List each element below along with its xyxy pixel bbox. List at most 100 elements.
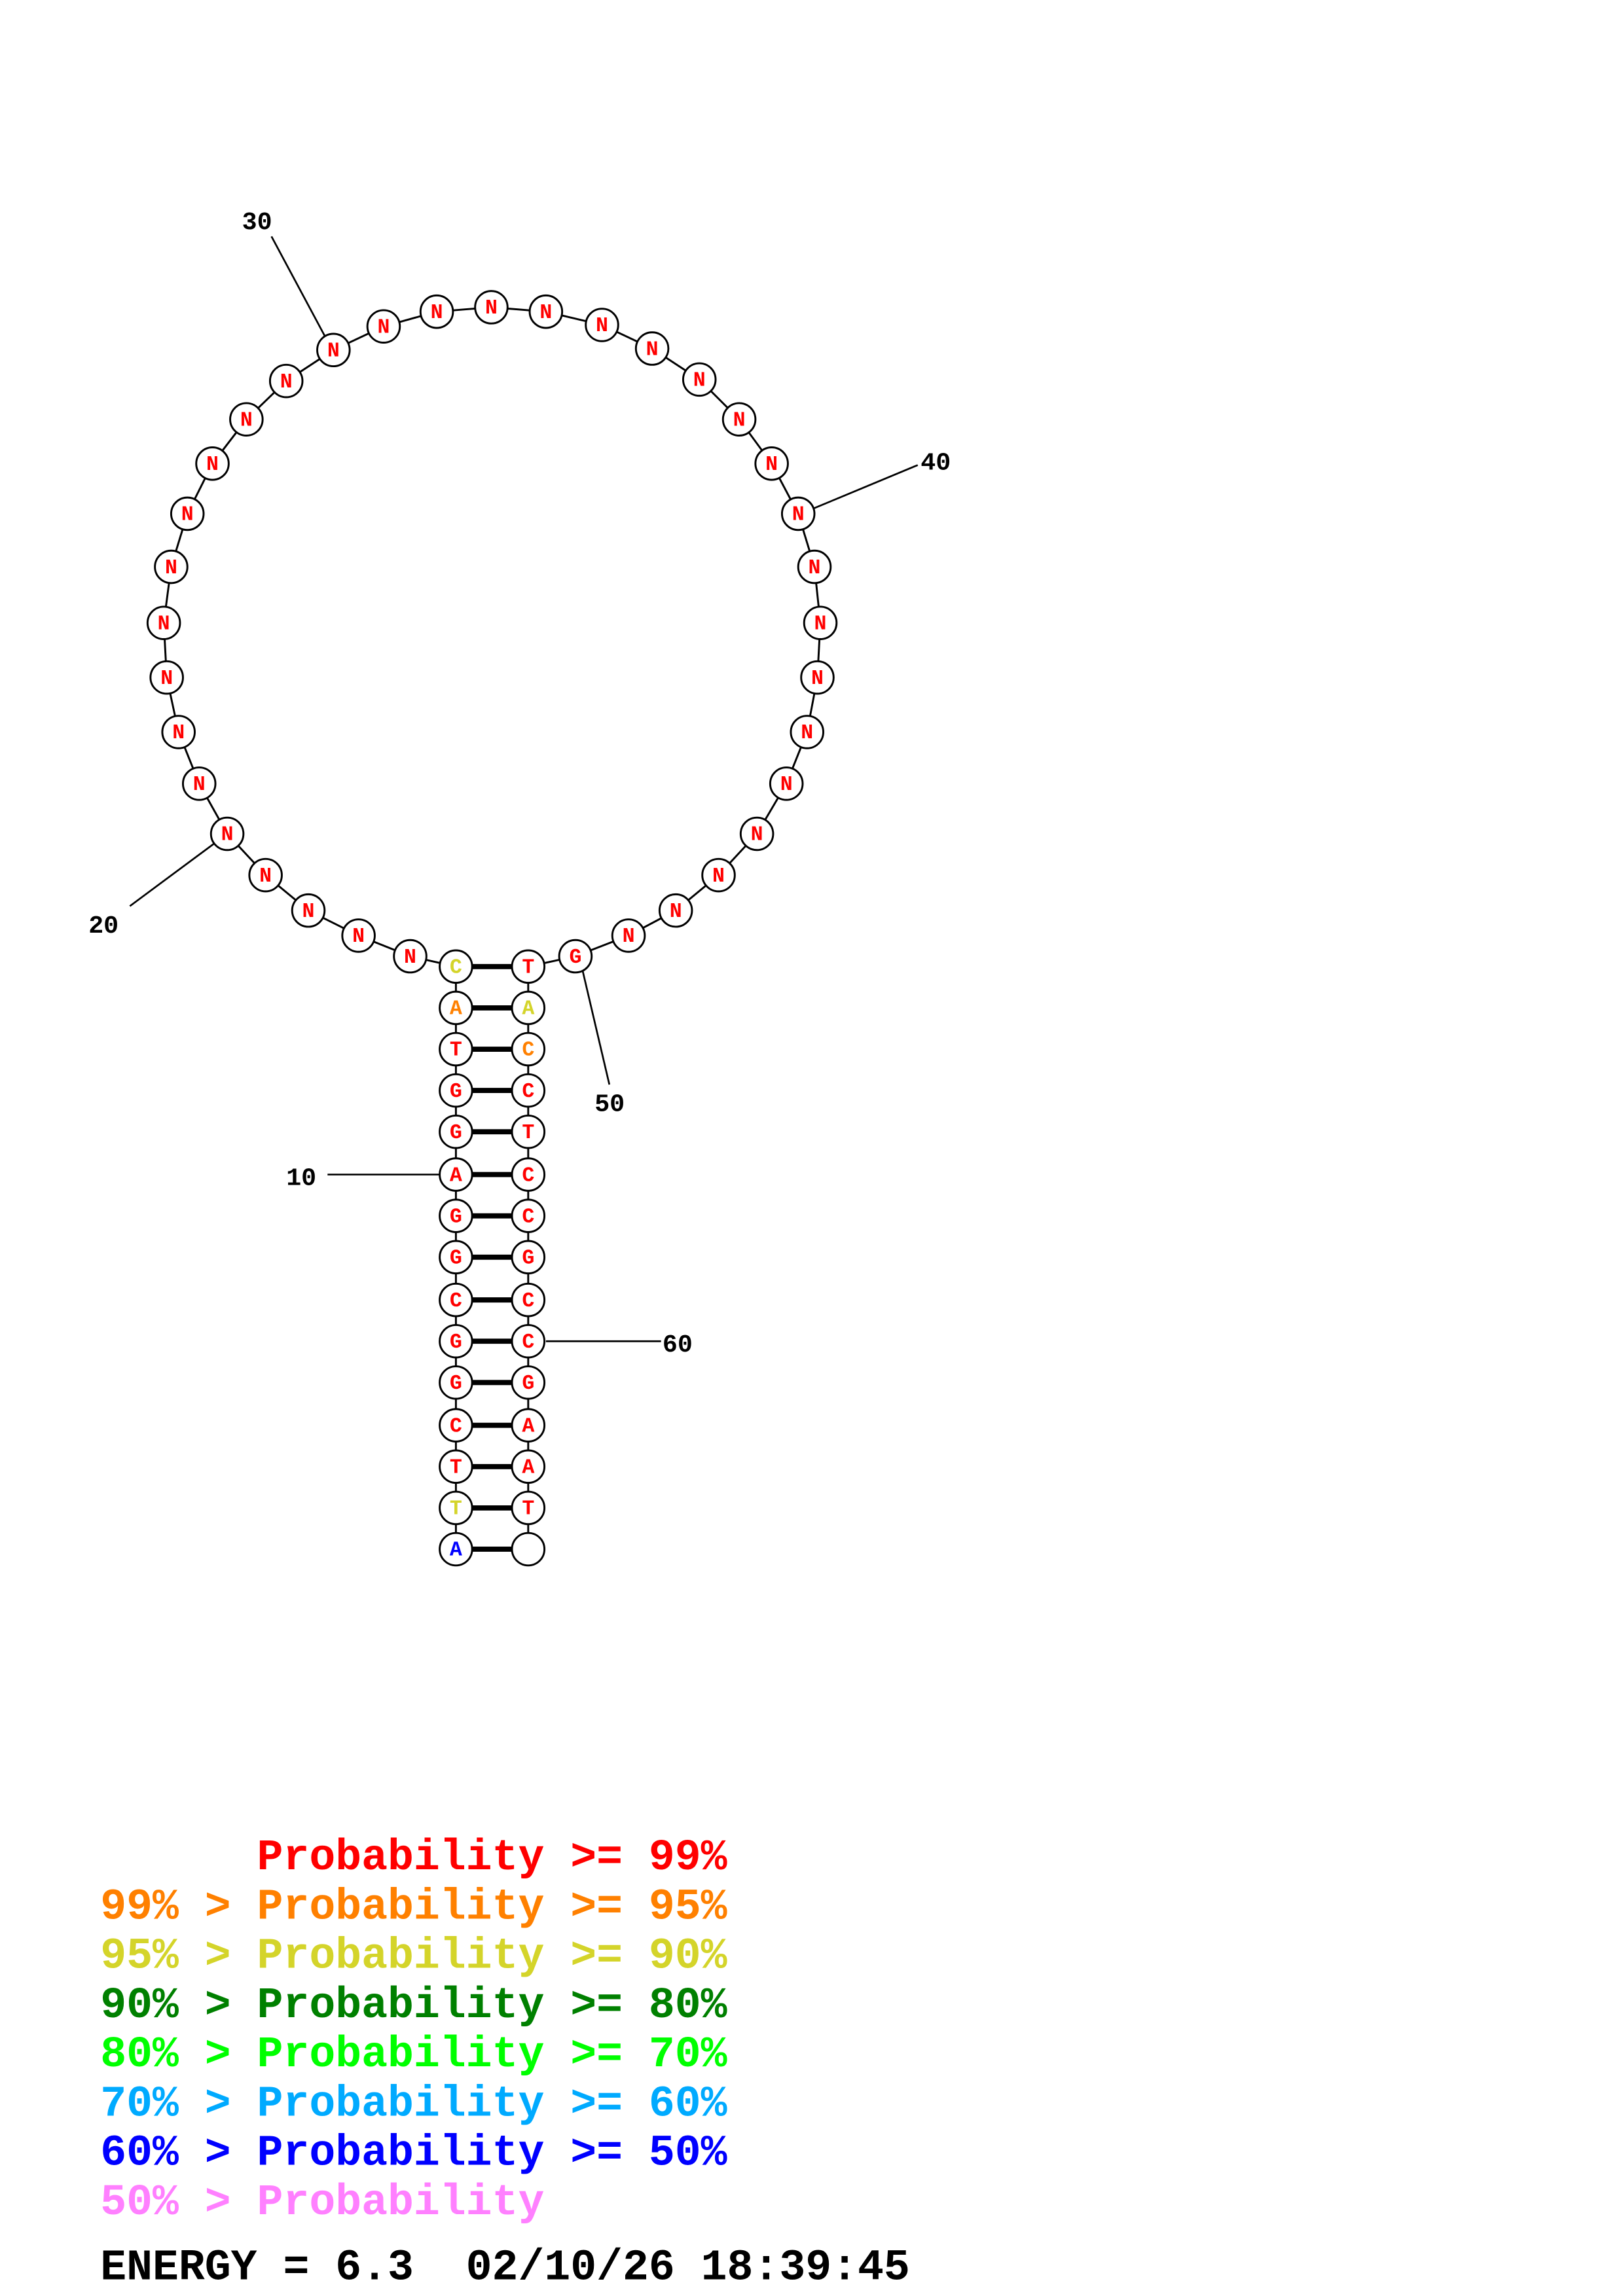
nucleotide-61: G: [511, 1365, 546, 1400]
nucleotide-letter: A: [522, 1457, 534, 1480]
position-label-30: 30: [242, 208, 272, 237]
nucleotide-circle: [511, 1114, 546, 1149]
nucleotide-circle: [511, 1240, 546, 1275]
nucleotide-51: T: [511, 949, 546, 984]
nucleotide-circle: [248, 857, 283, 893]
nucleotide-letter: N: [809, 557, 821, 580]
nucleotide-17: N: [341, 918, 376, 953]
nucleotide-letter: C: [450, 1290, 462, 1313]
position-label-60: 60: [663, 1331, 693, 1359]
nucleotide-circle: [149, 660, 184, 695]
nucleotide-46: N: [739, 816, 775, 852]
nucleotide-26: N: [170, 496, 205, 531]
nucleotide-letter: N: [751, 824, 763, 847]
nucleotide-letter: N: [596, 315, 608, 338]
nucleotide-circle: [439, 1323, 473, 1359]
nucleotide-11: G: [439, 1114, 473, 1149]
nucleotide-28: N: [229, 402, 264, 437]
nucleotide-letter: N: [670, 901, 682, 924]
legend-row: 50% > Probability: [100, 2178, 544, 2227]
nucleotide-letter: N: [158, 613, 170, 636]
nucleotide-letter: N: [377, 316, 390, 339]
legend-row: 99% > Probability >= 95%: [100, 1882, 727, 1931]
nucleotide-32: N: [419, 294, 454, 329]
nucleotide-31: N: [366, 309, 401, 344]
nucleotide-44: N: [790, 715, 824, 749]
nucleotide-circle: [161, 715, 196, 749]
nucleotide-circle: [316, 332, 351, 368]
bonds: [162, 306, 822, 1552]
nucleotide-letter: G: [569, 946, 581, 969]
nucleotide-letter: N: [485, 297, 498, 320]
nucleotide-55: T: [511, 1114, 546, 1149]
nucleotide-circle: [439, 1449, 473, 1484]
nucleotide-36: N: [634, 331, 670, 366]
legend-row: 80% > Probability >= 70%: [100, 2030, 727, 2079]
nucleotide-letter: A: [522, 998, 534, 1021]
nucleotide-59: C: [511, 1282, 546, 1318]
nucleotide-circle: [511, 1157, 546, 1192]
nucleotide-letter: N: [814, 613, 827, 636]
nucleotide-circle: [634, 331, 670, 366]
nucleotide-48: N: [658, 893, 693, 928]
nucleotide-letter: N: [206, 454, 219, 476]
nucleotide-letter: C: [522, 1164, 534, 1187]
nucleotide-letter: C: [522, 1331, 534, 1354]
legend-row: Probability >= 99%: [100, 1833, 727, 1882]
nucleotide-letter: N: [646, 338, 659, 361]
nucleotide-circle: [439, 1073, 473, 1108]
legend-row: 70% > Probability >= 60%: [100, 2079, 727, 2128]
position-label-50: 50: [594, 1090, 625, 1119]
nucleotide-circle: [146, 605, 181, 640]
nucleotide-letter: C: [450, 957, 462, 980]
nucleotide-letter: N: [431, 302, 443, 325]
nucleotide-47: N: [701, 857, 736, 893]
nucleotide-33: N: [474, 290, 509, 325]
nucleotide-circle: [511, 1323, 546, 1359]
nucleotide-circle: [474, 290, 509, 325]
nucleotide-54: C: [511, 1073, 546, 1108]
nucleotide-circle: [797, 549, 832, 584]
nucleotide-circle: [439, 1198, 473, 1233]
nucleotide-circle: [701, 857, 736, 893]
nucleotide-circle: [585, 308, 619, 342]
nucleotide-56: C: [511, 1157, 546, 1192]
nucleotide-letter: N: [327, 340, 340, 363]
nucleotide-circle: [439, 990, 473, 1026]
nucleotide-13: T: [439, 1031, 473, 1067]
nucleotide-letter: N: [181, 504, 194, 527]
nucleotide-letter: N: [404, 946, 416, 969]
nucleotide-30: N: [316, 332, 351, 368]
nucleotide-letter: C: [522, 1081, 534, 1103]
nucleotide-circle: [341, 918, 376, 953]
nucleotide-letter: N: [811, 668, 824, 691]
nucleotide-circle: [229, 402, 264, 437]
nucleotide-63: A: [511, 1449, 546, 1484]
nucleotide-circle: [268, 363, 304, 399]
nucleotide-circle: [366, 309, 401, 344]
nucleotide-letter: N: [160, 668, 173, 691]
nucleotide-letter: N: [259, 865, 272, 888]
nucleotide-60: C: [511, 1323, 546, 1359]
nucleotide-letter: N: [623, 925, 635, 948]
nucleotide-circle: [393, 939, 428, 974]
nucleotide-letter: G: [450, 1081, 462, 1103]
nucleotide-41: N: [797, 549, 832, 584]
position-label-40: 40: [921, 448, 951, 477]
nucleotide-52: A: [511, 990, 546, 1026]
position-label-10: 10: [286, 1164, 316, 1193]
nucleotide-circle: [511, 1490, 546, 1526]
nucleotide-circle: [739, 816, 775, 852]
nucleotide-letter: G: [450, 1372, 462, 1395]
nucleotide-circle: [291, 893, 326, 928]
nucleotide-45: N: [769, 766, 804, 801]
nucleotide-57: C: [511, 1198, 546, 1233]
nucleotide-letter: N: [302, 901, 315, 924]
nucleotide-circle: [439, 1532, 473, 1567]
nucleotide-3: T: [439, 1449, 473, 1484]
nucleotide-64: T: [511, 1490, 546, 1526]
nucleotide-letter: A: [522, 1415, 534, 1438]
nucleotide-letter: N: [352, 925, 365, 948]
nucleotide-circle: [511, 1532, 546, 1567]
